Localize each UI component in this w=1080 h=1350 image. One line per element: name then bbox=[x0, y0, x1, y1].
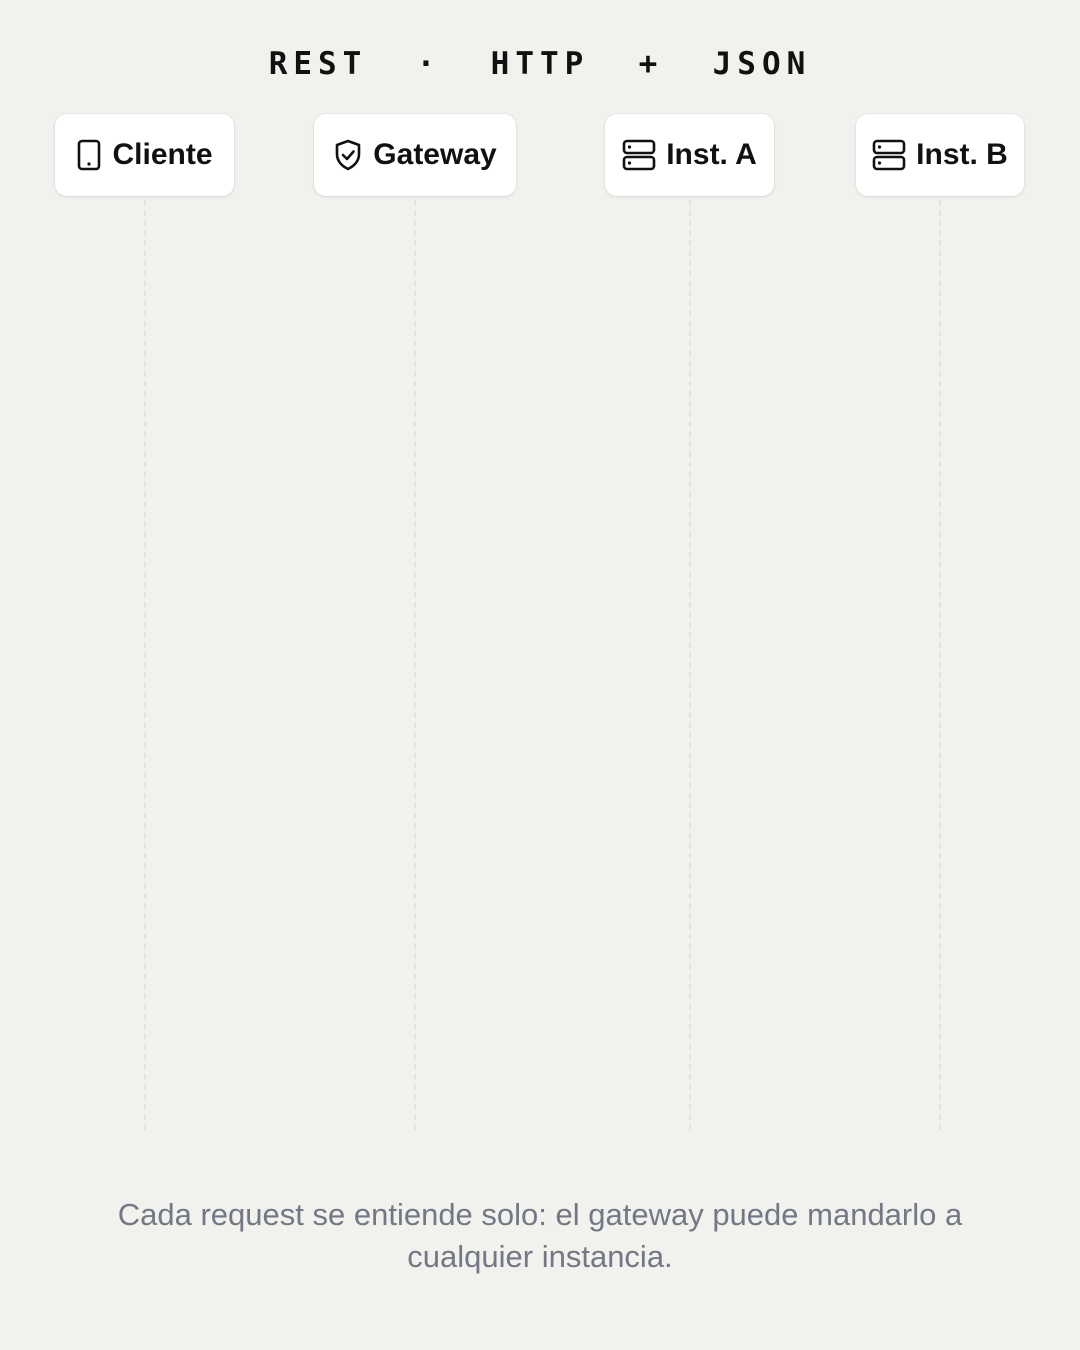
node-cliente: Cliente bbox=[55, 114, 234, 196]
node-gateway: Gateway bbox=[314, 114, 516, 196]
node-label: Cliente bbox=[112, 138, 213, 171]
node-label: Gateway bbox=[373, 138, 497, 171]
lifeline-cliente bbox=[144, 200, 146, 1130]
node-inst-a: Inst. A bbox=[605, 114, 774, 196]
diagram-title: REST · HTTP + JSON bbox=[268, 46, 812, 82]
diagram-caption: Cada request se entiende solo: el gatewa… bbox=[117, 1197, 963, 1274]
smartphone-icon bbox=[76, 139, 102, 171]
lifeline-inst-a bbox=[689, 200, 691, 1130]
server-icon bbox=[872, 139, 906, 171]
server-icon bbox=[622, 139, 656, 171]
node-label: Inst. B bbox=[916, 138, 1008, 171]
node-inst-b: Inst. B bbox=[856, 114, 1024, 196]
shield-check-icon bbox=[333, 139, 363, 171]
lifeline-gateway bbox=[414, 200, 416, 1130]
lifeline-inst-b bbox=[939, 200, 941, 1130]
node-label: Inst. A bbox=[666, 138, 757, 171]
